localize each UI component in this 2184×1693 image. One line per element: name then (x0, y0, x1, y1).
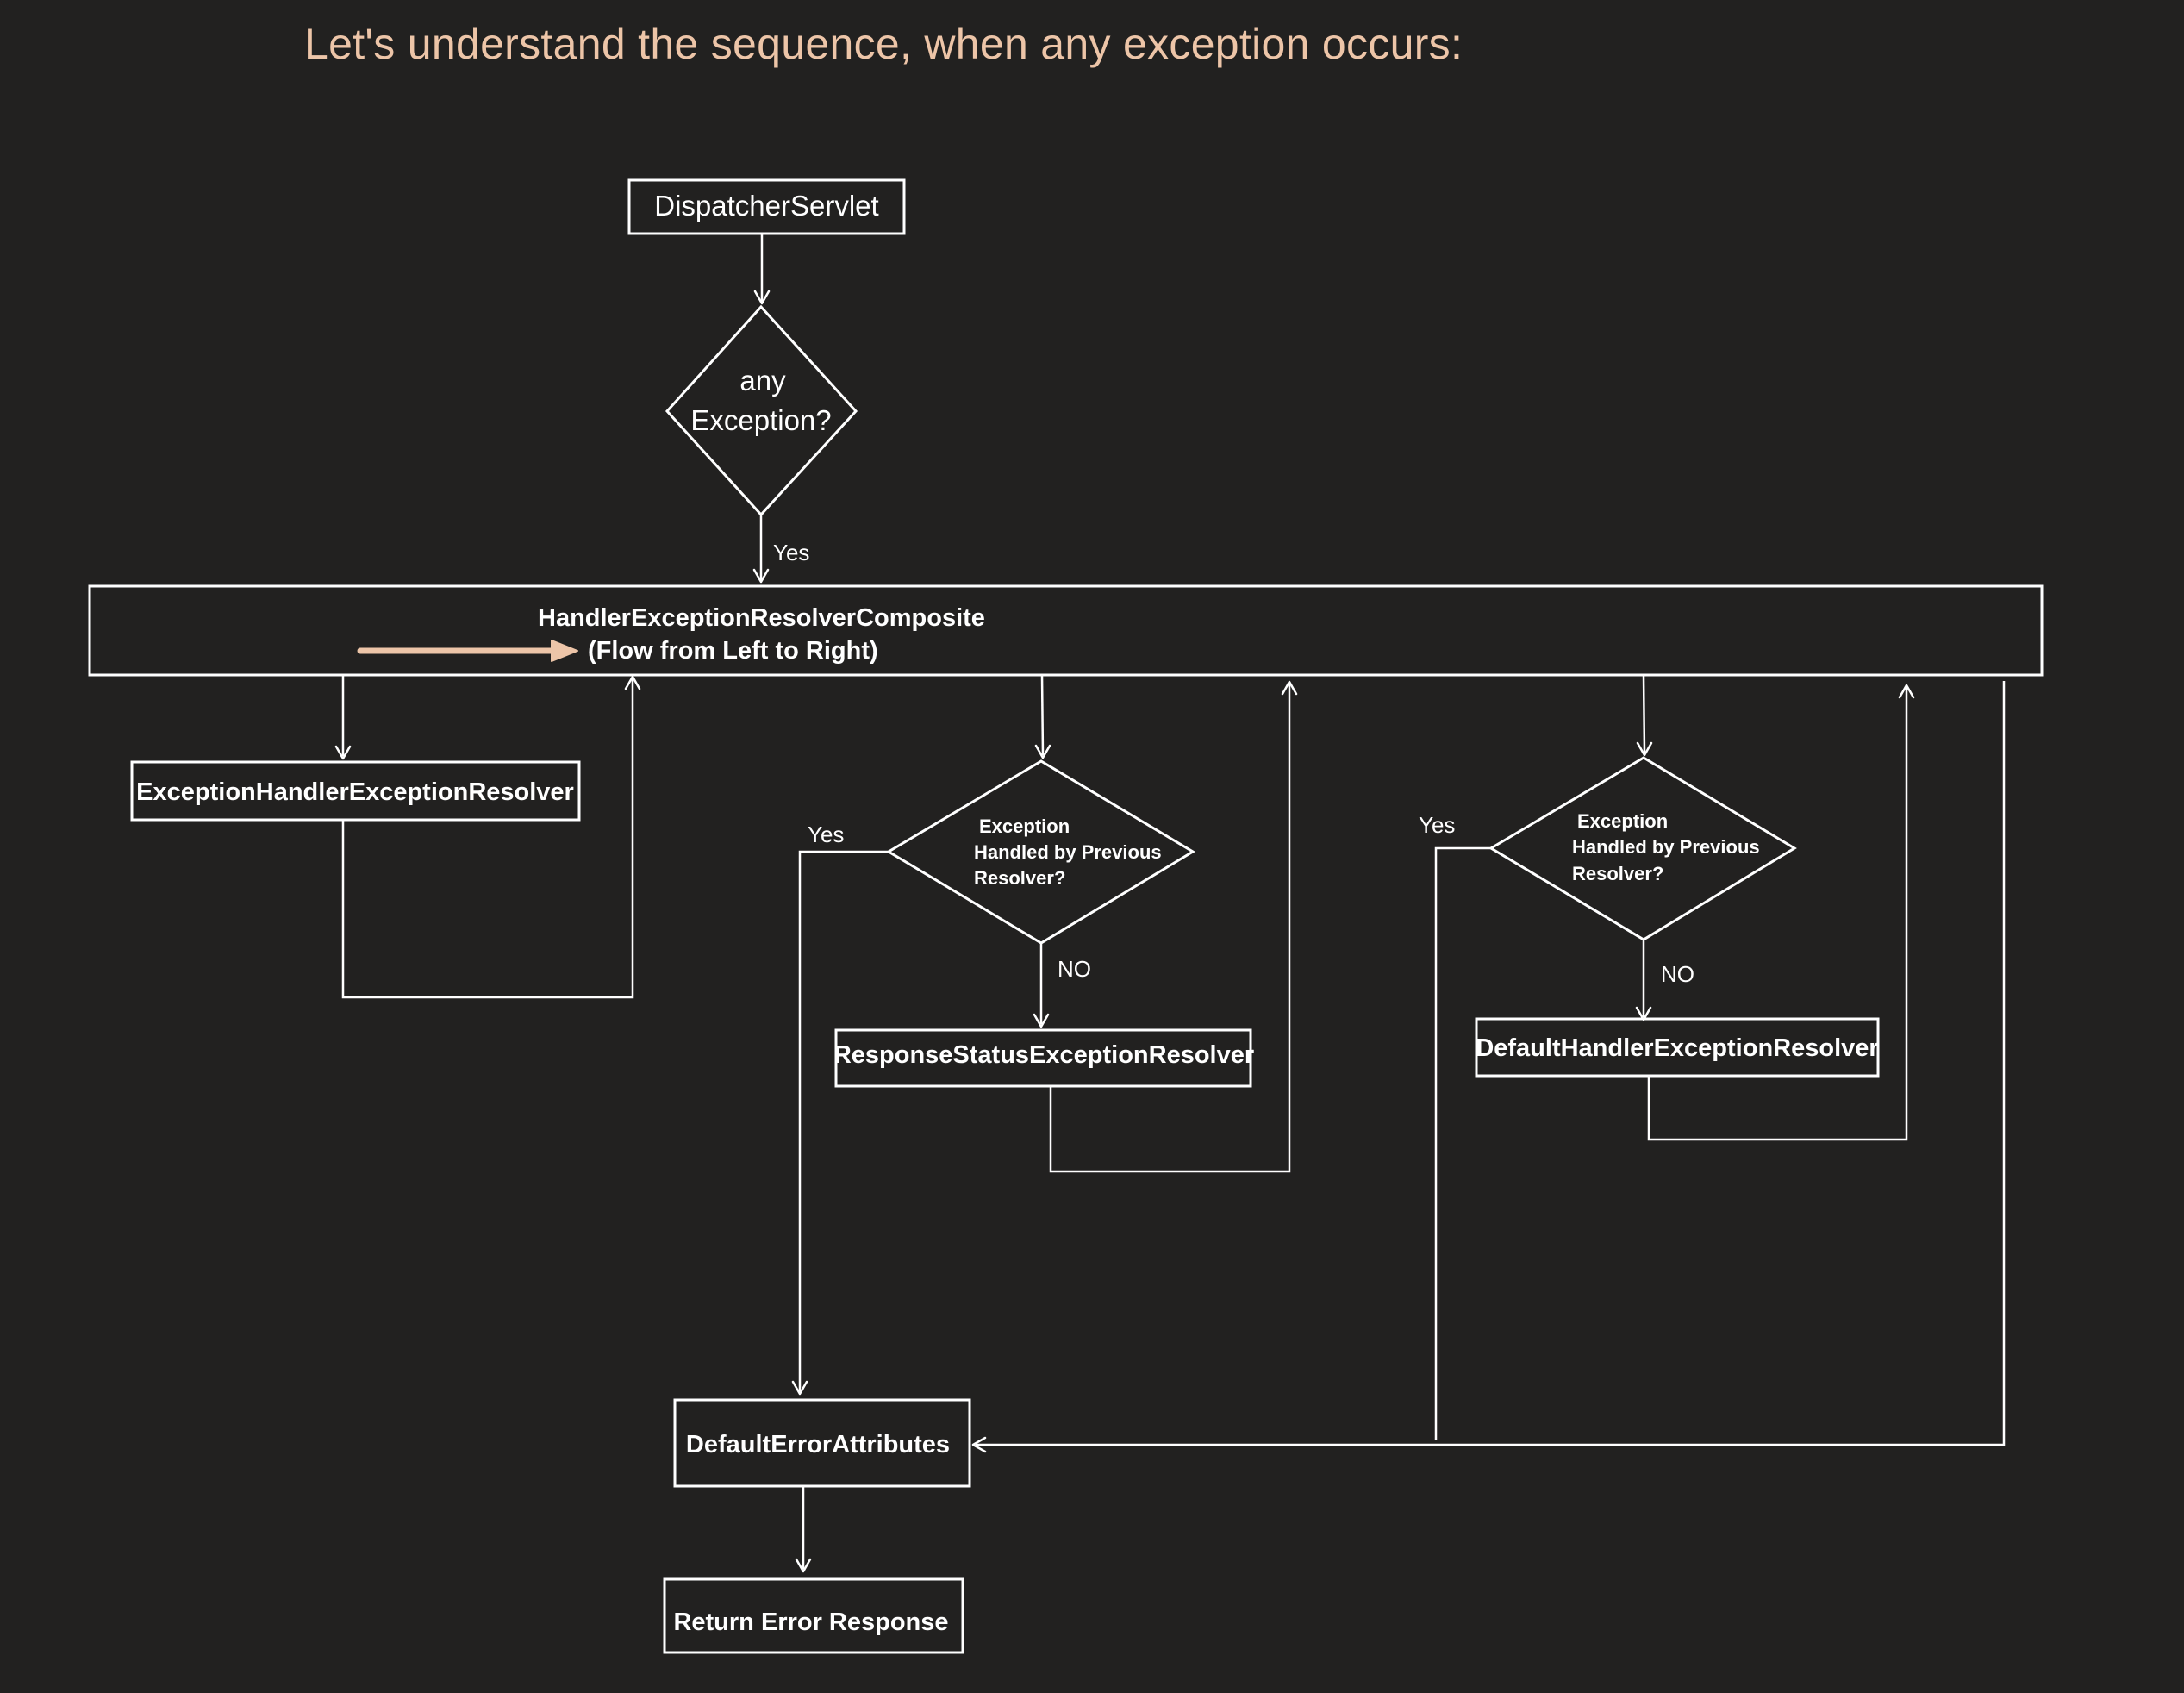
dispatcher-servlet-node: DispatcherServlet (627, 178, 906, 235)
connector-exception-handler-resolver-return (341, 675, 641, 999)
return-error-response-label: Return Error Response (673, 1609, 948, 1636)
default-handler-resolver-label: DefaultHandlerExceptionResolver (1476, 1034, 1878, 1062)
exception-handler-resolver-label: ExceptionHandlerExceptionResolver (136, 778, 574, 806)
connector-composite-to-decision-2 (1636, 674, 1653, 757)
default-handler-resolver-node: DefaultHandlerExceptionResolver (1475, 1017, 1880, 1078)
connector-default-error-attributes-to-return (795, 1486, 812, 1573)
response-status-resolver-node: ResponseStatusExceptionResolver (833, 1028, 1254, 1088)
decision-1-handled-by-previous: Exception Handled by Previous Resolver? (886, 759, 1195, 945)
composite-node: HandlerExceptionResolverComposite (Flow … (88, 584, 2044, 677)
decision-1-yes-label: Yes (808, 822, 844, 847)
any-exception-decision: any Exception? (665, 304, 858, 517)
connector-decision-1-yes: Yes (791, 822, 889, 1396)
any-exception-yes-label: Yes (773, 540, 809, 565)
decision-2-no-label: NO (1661, 961, 1694, 987)
default-error-attributes-node: DefaultErrorAttributes (673, 1398, 971, 1488)
default-error-attributes-label: DefaultErrorAttributes (686, 1431, 950, 1459)
connector-composite-to-exception-handler-resolver (334, 675, 352, 760)
connector-dispatcher-to-decision (753, 234, 771, 305)
connector-decision-2-yes: Yes (1419, 812, 1491, 1440)
connector-default-handler-resolver-return (1647, 684, 1915, 1141)
decision-1-no-label: NO (1058, 956, 1091, 982)
dispatcher-servlet-label: DispatcherServlet (654, 190, 878, 222)
composite-title: HandlerExceptionResolverComposite (538, 604, 985, 632)
connector-composite-to-default-error-attributes (971, 681, 2006, 1453)
decision-2-handled-by-previous: Exception Handled by Previous Resolver? (1488, 756, 1797, 941)
connector-decision-to-composite: Yes (752, 515, 809, 584)
decision-1-line-1: Exception (979, 815, 1070, 837)
connector-response-status-resolver-return (1049, 680, 1298, 1173)
decision-2-line-1: Exception (1577, 810, 1668, 832)
decision-2-yes-label: Yes (1419, 812, 1455, 838)
decision-1-line-2: Handled by Previous (974, 841, 1162, 863)
decision-2-line-2: Handled by Previous (1572, 836, 1760, 858)
exception-handler-resolver-node: ExceptionHandlerExceptionResolver (130, 760, 581, 822)
composite-subtitle: (Flow from Left to Right) (588, 637, 878, 665)
decision-2-line-3: Resolver? (1572, 863, 1663, 884)
any-exception-line-1: any (739, 365, 786, 397)
decision-1-line-3: Resolver? (974, 867, 1065, 889)
connector-decision-2-no: NO (1635, 940, 1694, 1021)
connector-decision-1-no: NO (1033, 943, 1091, 1028)
connector-composite-to-decision-1 (1034, 674, 1051, 759)
page-title: Let's understand the sequence, when any … (304, 20, 1463, 68)
flow-direction-arrowhead (551, 640, 578, 662)
any-exception-line-2: Exception? (690, 404, 831, 436)
response-status-resolver-label: ResponseStatusExceptionResolver (833, 1041, 1254, 1069)
return-error-response-node: Return Error Response (663, 1577, 964, 1654)
